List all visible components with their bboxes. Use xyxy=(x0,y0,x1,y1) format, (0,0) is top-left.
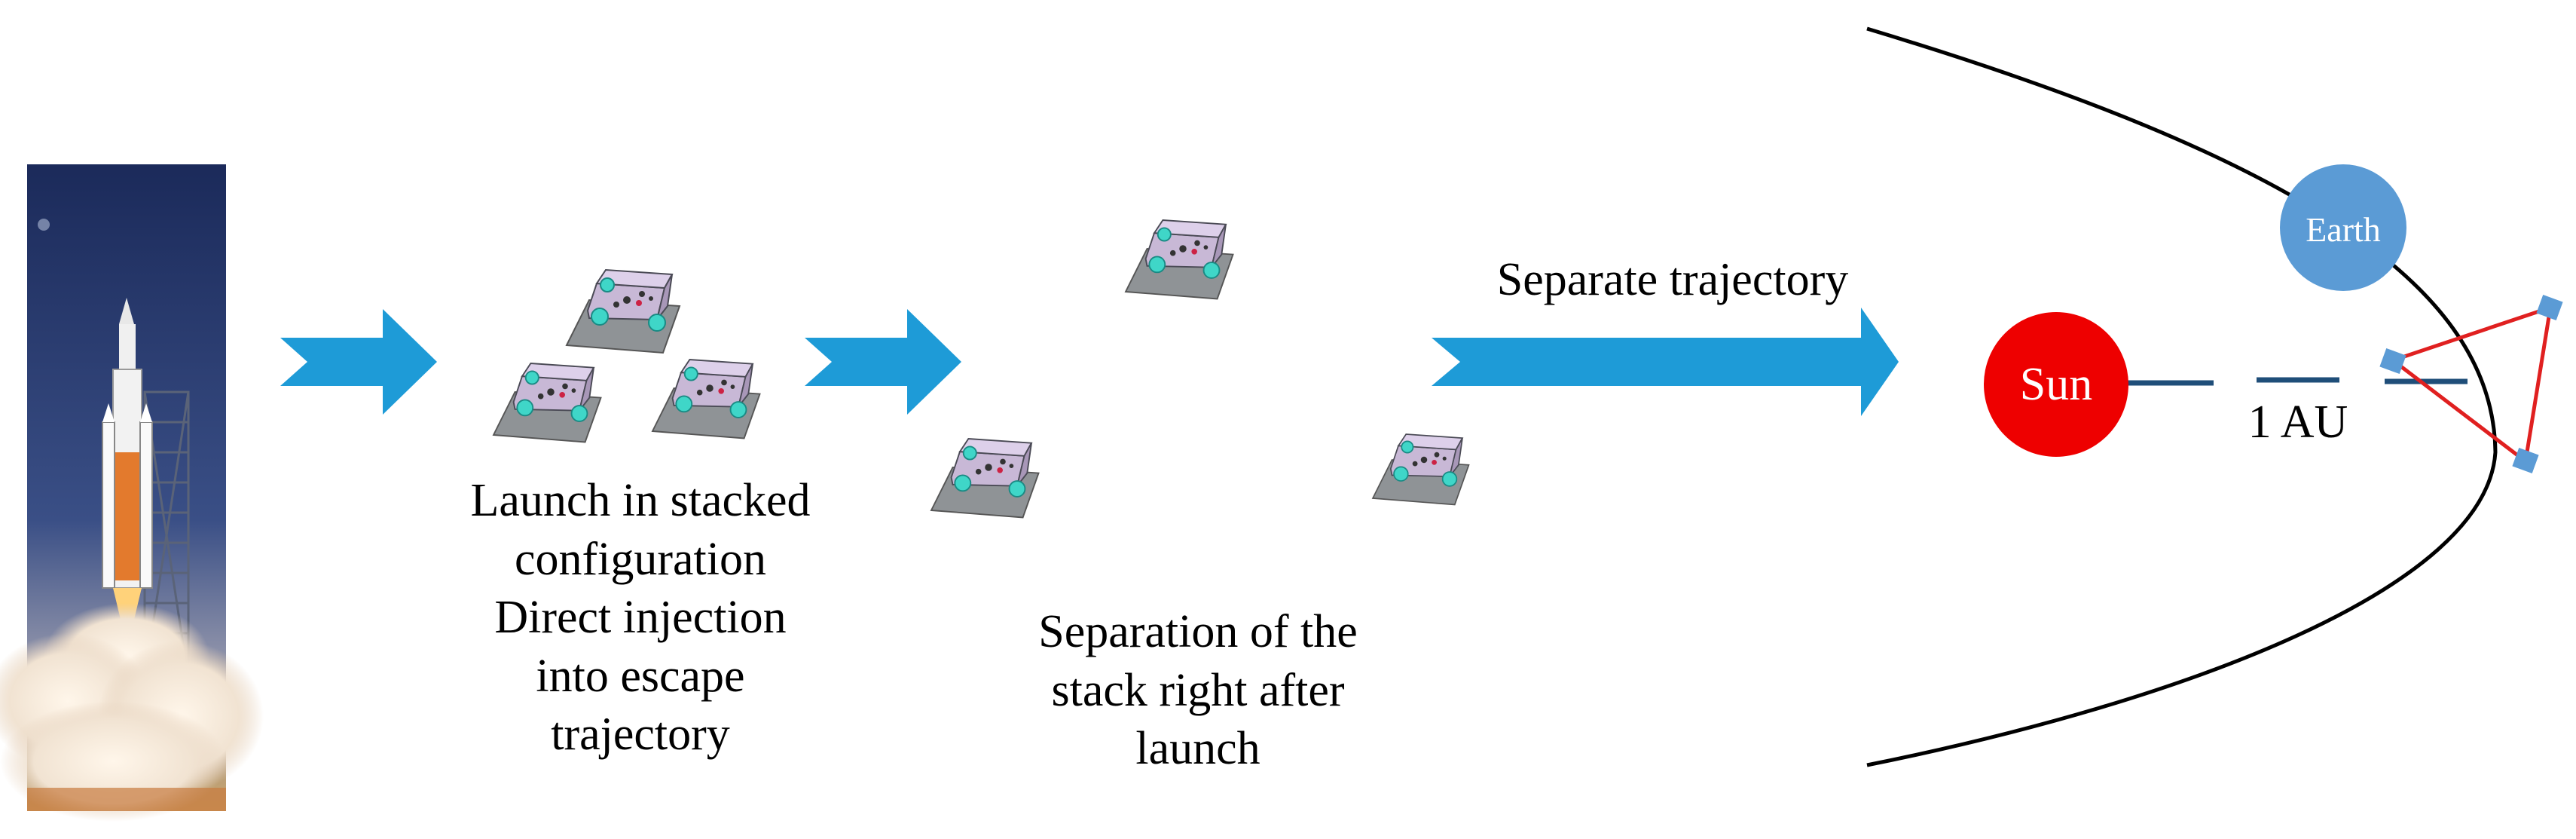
triangle-constellation xyxy=(2379,294,2563,474)
distance-label: 1 AU xyxy=(2248,397,2348,448)
rocket-launch-image xyxy=(0,164,264,822)
earth-label: Earth xyxy=(2306,210,2381,249)
earth-icon xyxy=(2280,164,2406,291)
flow-arrow-3 xyxy=(1432,308,1899,416)
flow-arrow-2 xyxy=(805,309,961,415)
sun-icon xyxy=(1984,312,2128,457)
separation-caption: Separation of the stack right after laun… xyxy=(1038,606,1358,774)
launch-caption: Launch in stacked configuration Direct i… xyxy=(470,475,811,760)
trajectory-label: Separate trajectory xyxy=(1496,254,1849,305)
flow-arrow-3 xyxy=(1432,309,1899,338)
separated-cubesats xyxy=(930,219,1470,519)
earth-orbit xyxy=(1866,26,2498,767)
sun-label: Sun xyxy=(2019,359,2093,410)
stacked-cubesats xyxy=(493,269,761,443)
au-distance-line xyxy=(2125,377,2468,386)
flow-arrow-1 xyxy=(280,309,437,415)
